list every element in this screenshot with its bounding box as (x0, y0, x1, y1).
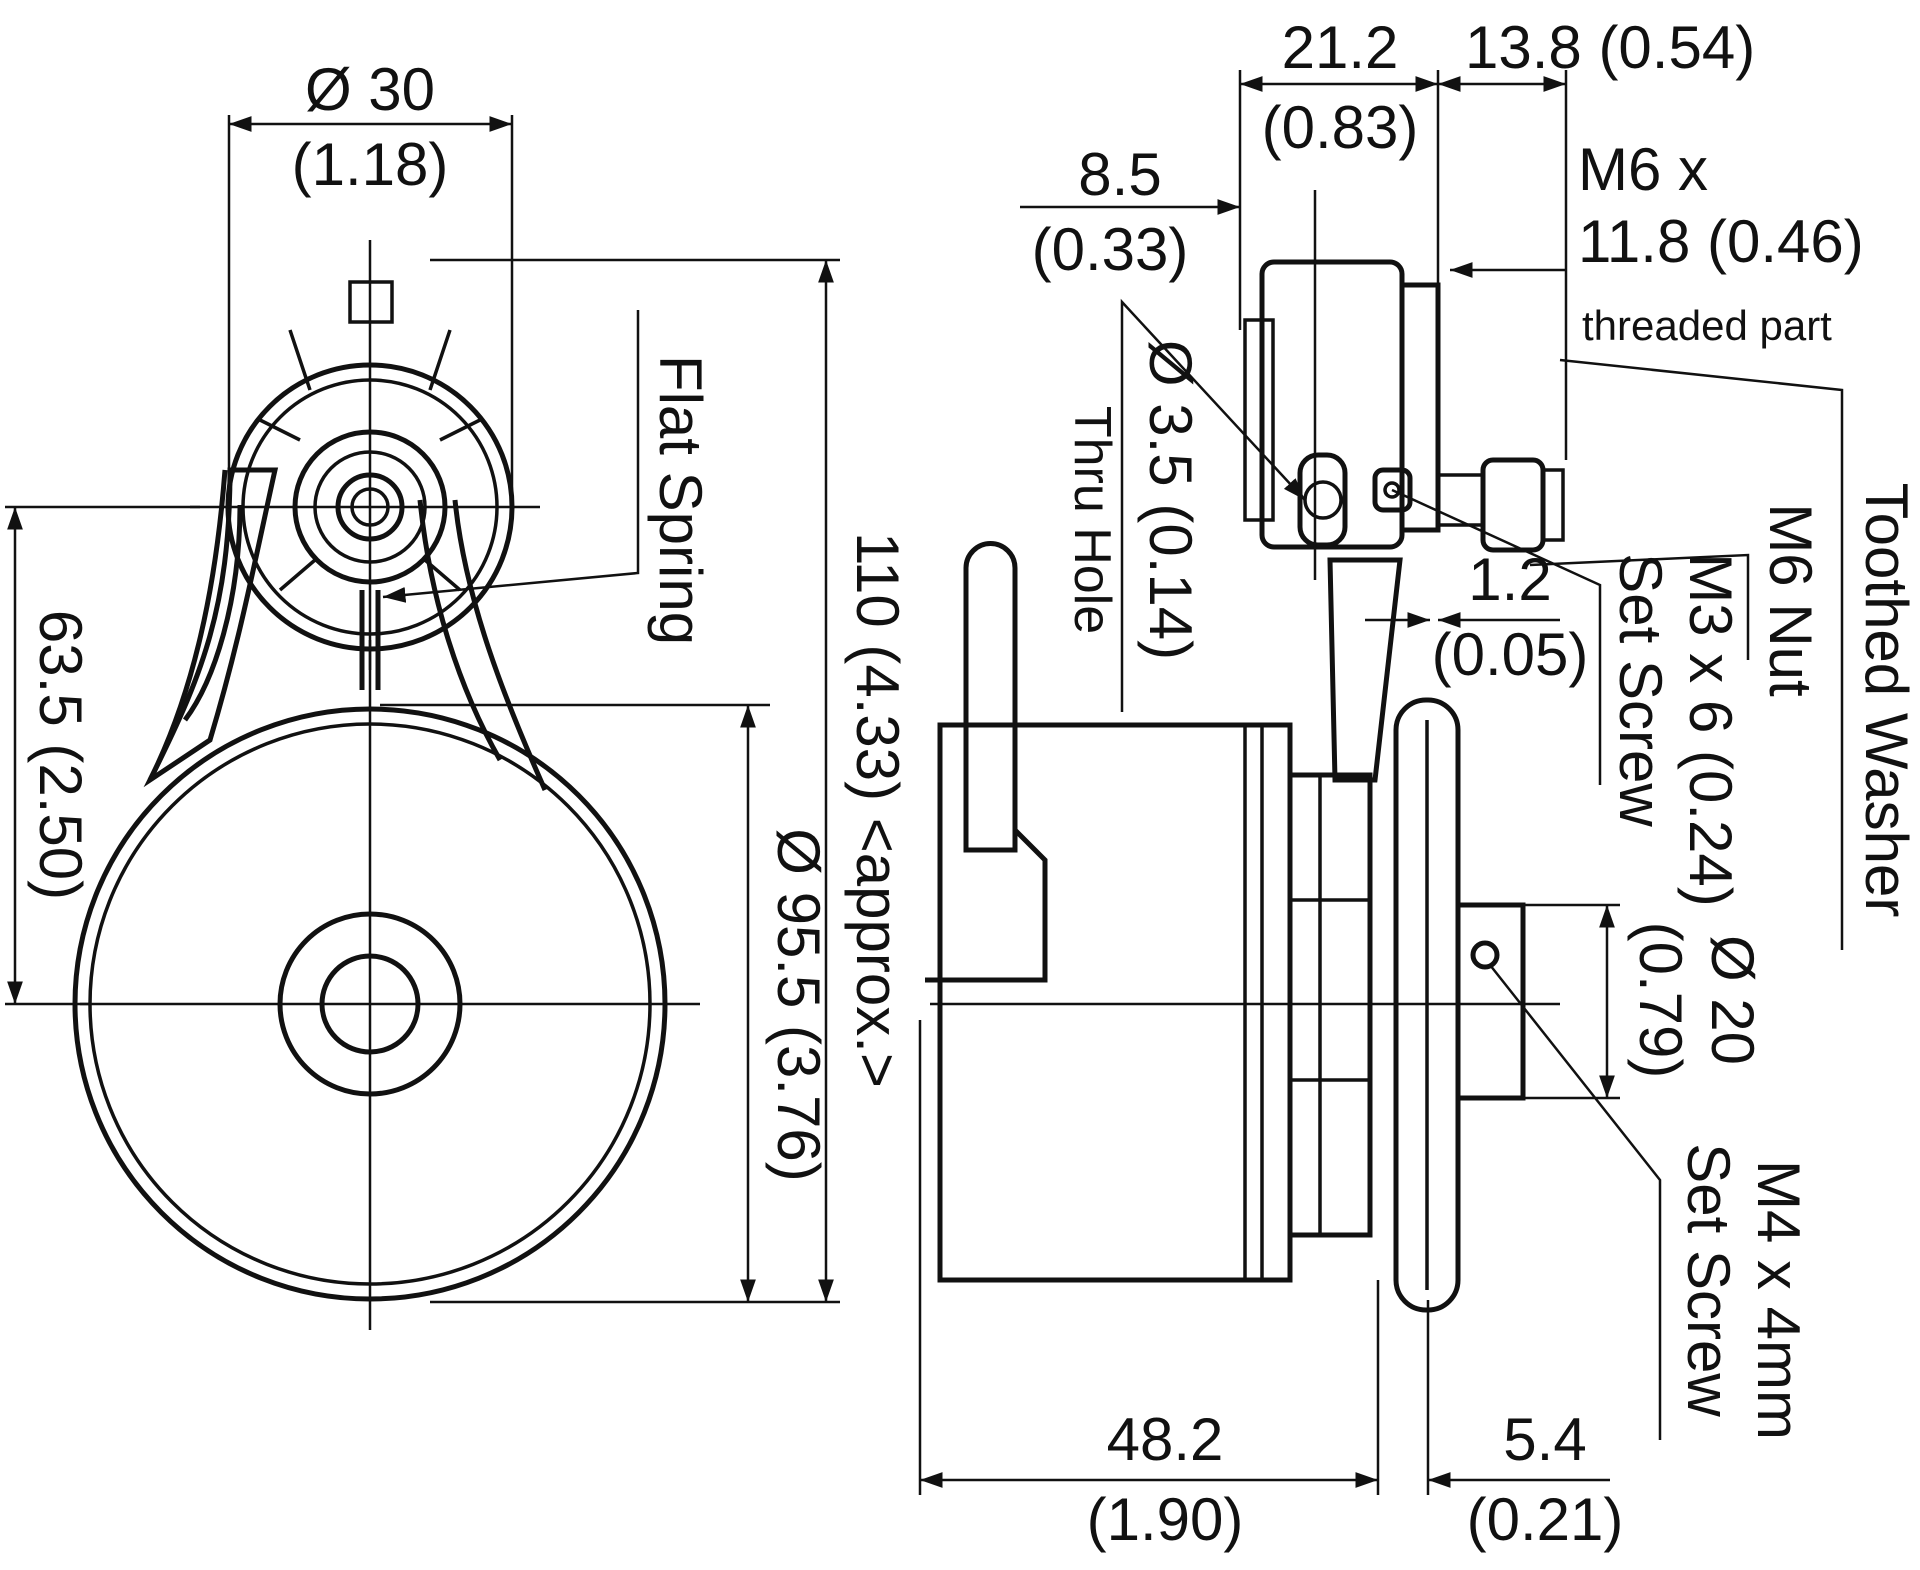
dim-21-2-mm: 21.2 (1282, 14, 1399, 81)
front-view: Ø 30 (1.18) 63.5 (2.50) 110 (4.33) <appr… (5, 56, 911, 1330)
dim-8-5-inch: (0.33) (1032, 216, 1189, 283)
side-view: 21.2 (0.83) 13.8 (0.54) 8.5 (0.33) M6 x … (918, 14, 1920, 1553)
m4-set-screw (1470, 940, 1500, 970)
dim-5-4-inch: (0.21) (1467, 1486, 1624, 1553)
flat-spring-label: Flat Spring (647, 355, 714, 645)
thread-m6-line1: M6 x (1578, 136, 1708, 203)
dim-diameter-95-5: Ø 95.5 (3.76) (765, 828, 832, 1182)
thread-m6-line3: threaded part (1582, 302, 1832, 349)
dim-48-2-mm: 48.2 (1107, 1406, 1224, 1473)
housing-body (937, 722, 1293, 1283)
m6-nut-label: M6 Nut (1757, 503, 1824, 697)
dim-diameter-20-inch: (0.79) (1627, 922, 1694, 1079)
dim-diameter-20-mm: Ø 20 (1699, 935, 1766, 1065)
dim-13-8: 13.8 (0.54) (1465, 14, 1755, 81)
m4-set-screw-line1: M4 x 4mm (1745, 1160, 1812, 1440)
m3-set-screw-line1: M3 x 6 (0.24) (1677, 553, 1744, 906)
dim-8-5-mm: 8.5 (1078, 141, 1161, 208)
handle (963, 541, 1018, 853)
flat-spring (359, 590, 381, 690)
shaft-hub (1455, 902, 1526, 1101)
dim-1-2-inch: (0.05) (1432, 621, 1589, 688)
m3-set-screw-line2: Set Screw (1607, 553, 1674, 827)
toothed-washer (1541, 468, 1565, 542)
dim-overall-110: 110 (4.33) <approx.> (844, 532, 911, 1088)
toothed-washer-label: Toothed Washer (1853, 483, 1920, 918)
dim-21-2-inch: (0.83) (1262, 94, 1419, 161)
dim-1-2-mm: 1.2 (1468, 546, 1551, 613)
m4-set-screw-line2: Set Screw (1675, 1143, 1742, 1417)
side-arm (1327, 557, 1403, 783)
dim-48-2-inch: (1.90) (1087, 1486, 1244, 1553)
dim-diameter-30-mm: Ø 30 (305, 56, 435, 123)
dim-diameter-30-inch: (1.18) (292, 131, 449, 198)
dim-5-4-mm: 5.4 (1503, 1406, 1586, 1473)
top-assembly (1259, 259, 1405, 550)
dim-height-63-5: 63.5 (2.50) (27, 610, 94, 900)
thru-hole-label: Thru Hole (1063, 406, 1121, 634)
thru-hole-diameter: Ø 3.5 (0.14) (1137, 340, 1204, 660)
thread-m6-line2: 11.8 (0.46) (1578, 208, 1864, 275)
